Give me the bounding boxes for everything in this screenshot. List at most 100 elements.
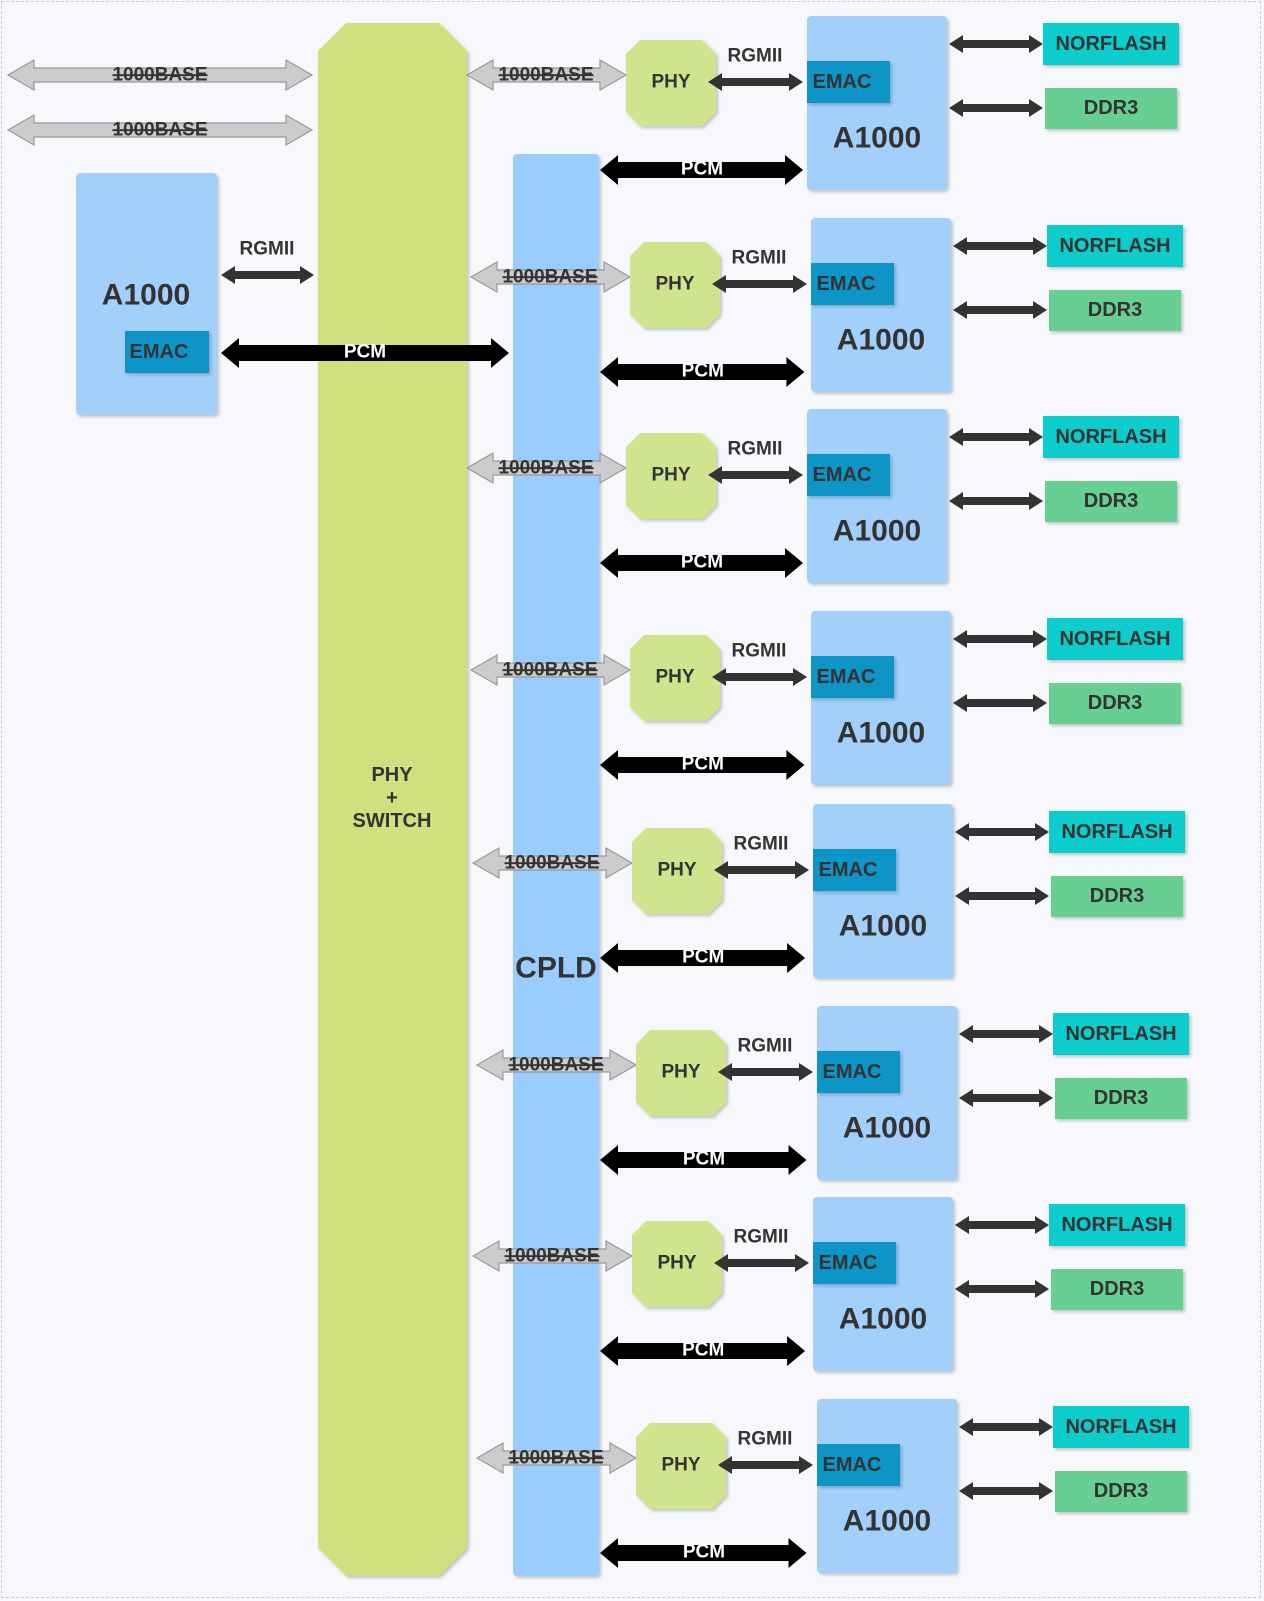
uplink-arrow <box>6 58 314 92</box>
a1000-label: A1000 <box>839 910 927 943</box>
pcm-label: PCM <box>681 552 723 573</box>
phy-block <box>632 828 722 914</box>
emac-block <box>817 1051 900 1093</box>
phy-label: PHY <box>655 667 694 688</box>
a1000-label: A1000 <box>837 717 925 750</box>
pcm-label: PCM <box>682 1340 724 1361</box>
norflash-label: NORFLASH <box>1061 821 1172 843</box>
ddr3-arrow <box>949 492 1043 510</box>
pcm-left-arrow <box>221 338 509 368</box>
phy-label: PHY <box>657 1253 696 1274</box>
phy-label: PHY <box>657 860 696 881</box>
a1000-left-label: A1000 <box>102 279 190 312</box>
norflash-arrow <box>955 823 1049 841</box>
emac-block <box>811 263 894 305</box>
rgmii-arrow <box>712 668 807 686</box>
norflash-arrow <box>953 237 1047 255</box>
phy-label: PHY <box>655 274 694 295</box>
ddr3-arrow <box>953 301 1047 319</box>
base-arrow-label: 1000BASE <box>498 458 593 479</box>
norflash-arrow <box>949 35 1043 53</box>
rgmii-left-label: RGMII <box>240 239 295 260</box>
norflash-block <box>1049 811 1185 853</box>
rgmii-arrow <box>708 466 803 484</box>
emac-block <box>807 454 890 496</box>
norflash-block <box>1053 1013 1189 1055</box>
ddr3-arrow <box>955 1280 1049 1298</box>
switch-label-line: SWITCH <box>353 810 432 832</box>
ddr3-arrow <box>959 1089 1053 1107</box>
norflash-block <box>1043 23 1179 65</box>
emac-block <box>813 849 896 891</box>
base-arrow-label: 1000BASE <box>502 267 597 288</box>
a1000-label: A1000 <box>843 1505 931 1538</box>
ddr3-arrow <box>955 887 1049 905</box>
a1000-label: A1000 <box>833 122 921 155</box>
rgmii-label: RGMII <box>738 1429 793 1450</box>
emac-label: EMAC <box>819 1252 878 1274</box>
emac-label: EMAC <box>817 666 876 688</box>
emac-label: EMAC <box>823 1061 882 1083</box>
phy-block <box>626 433 716 519</box>
emac-label: EMAC <box>813 71 872 93</box>
norflash-label: NORFLASH <box>1061 1214 1172 1236</box>
ddr3-block <box>1049 290 1181 331</box>
a1000-label: A1000 <box>833 515 921 548</box>
norflash-arrow <box>955 1216 1049 1234</box>
pcm-label: PCM <box>683 1542 725 1563</box>
norflash-block <box>1053 1406 1189 1448</box>
emac-left-block <box>125 331 209 373</box>
uplink-arrow <box>6 113 314 147</box>
a1000-label: A1000 <box>839 1303 927 1336</box>
rgmii-arrow <box>718 1063 813 1081</box>
rgmii-label: RGMII <box>732 248 787 269</box>
ddr3-label: DDR3 <box>1090 1278 1144 1300</box>
rgmii-arrow <box>712 275 807 293</box>
ddr3-block <box>1051 1269 1183 1310</box>
rgmii-label: RGMII <box>732 641 787 662</box>
phy-block <box>630 635 720 721</box>
rgmii-arrow <box>708 73 803 91</box>
rgmii-label: RGMII <box>738 1036 793 1057</box>
norflash-arrow <box>949 428 1043 446</box>
ddr3-arrow <box>949 99 1043 117</box>
phy-block <box>626 40 716 126</box>
base-arrow-label: 1000BASE <box>508 1448 603 1469</box>
norflash-block <box>1049 1204 1185 1246</box>
emac-label: EMAC <box>819 859 878 881</box>
emac-block <box>811 656 894 698</box>
rgmii-arrow <box>718 1456 813 1474</box>
ddr3-label: DDR3 <box>1084 490 1138 512</box>
norflash-block <box>1047 618 1183 660</box>
ddr3-label: DDR3 <box>1084 97 1138 119</box>
norflash-label: NORFLASH <box>1059 628 1170 650</box>
switch-label-line: + <box>386 787 398 809</box>
switch-label-line: PHY <box>371 764 413 786</box>
ddr3-label: DDR3 <box>1088 299 1142 321</box>
ddr3-block <box>1049 683 1181 724</box>
pcm-arrow <box>600 1336 806 1366</box>
pcm-left-label: PCM <box>344 342 386 363</box>
uplink-arrow-label: 1000BASE <box>112 65 207 86</box>
phy-label: PHY <box>651 72 690 93</box>
rgmii-arrow <box>714 861 809 879</box>
emac-block <box>817 1444 900 1486</box>
base-arrow-label: 1000BASE <box>502 660 597 681</box>
rgmii-label: RGMII <box>728 439 783 460</box>
ddr3-arrow <box>959 1482 1053 1500</box>
rgmii-arrow <box>714 1254 809 1272</box>
phy-label: PHY <box>661 1062 700 1083</box>
pcm-label: PCM <box>682 754 724 775</box>
emac-block <box>813 1242 896 1284</box>
a1000-label: A1000 <box>843 1112 931 1145</box>
pcm-arrow <box>600 548 803 578</box>
rgmii-label: RGMII <box>734 1227 789 1248</box>
norflash-arrow <box>959 1418 1053 1436</box>
phy-block <box>632 1221 722 1307</box>
phy-switch-block <box>318 23 467 1576</box>
a1000-label: A1000 <box>837 324 925 357</box>
base-arrow-label: 1000BASE <box>504 1246 599 1267</box>
norflash-label: NORFLASH <box>1065 1416 1176 1438</box>
